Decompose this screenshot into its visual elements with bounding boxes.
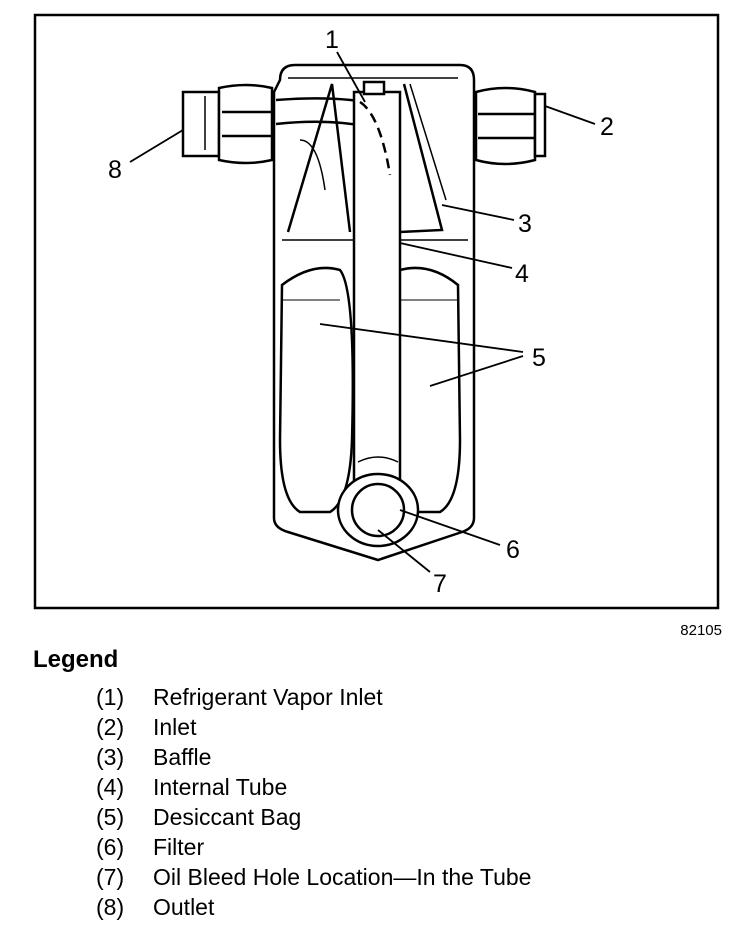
legend-item-text: Desiccant Bag [153,804,302,830]
leader-4 [399,242,513,269]
callout-1: 1 [325,26,339,54]
callout-6: 6 [506,536,520,564]
leader-3 [441,204,515,221]
legend-item: (6) Filter [96,832,531,862]
legend-item: (1) Refrigerant Vapor Inlet [96,682,531,712]
legend-item-text: Filter [153,834,205,860]
leader-6 [399,509,501,546]
legend-item: (8) Outlet [96,892,531,922]
accumulator-diagram: 1 2 3 4 5 6 7 8 [33,13,720,610]
legend-list: (1) Refrigerant Vapor Inlet (2) Inlet (3) B… [96,682,531,922]
leader-lines [129,51,596,573]
legend-item: (2) Inlet [96,712,531,742]
legend-item-text: Oil Bleed Hole Location—In the Tube [153,864,532,890]
legend-title: Legend [33,646,119,673]
legend-item-number: (6) [96,834,125,860]
inlet-fitting [474,86,547,166]
legend-item-number: (8) [96,894,125,920]
figure-frame [33,13,720,610]
legend-item-text: Internal Tube [153,774,288,800]
figure-number: 82105 [680,622,722,639]
legend-item-number: (3) [96,744,125,770]
legend-item: (3) Baffle [96,742,531,772]
callout-7: 7 [433,570,447,598]
callout-5: 5 [532,344,546,372]
legend-item: (4) Internal Tube [96,772,531,802]
legend-item-text: Outlet [153,894,215,920]
leader-8 [129,129,184,163]
legend-item: (5) Desiccant Bag [96,802,531,832]
outlet-fitting [181,83,274,165]
leader-1 [336,51,366,103]
baffle [286,83,447,234]
legend-item: (7) Oil Bleed Hole Location—In the Tube [96,862,531,892]
legend-item-number: (7) [96,864,125,890]
legend-item-number: (5) [96,804,125,830]
leader-5b [429,355,524,387]
leader-2 [544,105,596,125]
legend-item-text: Inlet [153,714,197,740]
callout-4: 4 [515,260,529,288]
callout-3: 3 [518,210,532,238]
legend-item-text: Refrigerant Vapor Inlet [153,684,383,710]
internal-tube [352,80,402,484]
filter [336,456,420,548]
callout-2: 2 [600,113,614,141]
legend-item-number: (2) [96,714,125,740]
leader-5a [319,323,524,353]
leader-7 [377,529,431,573]
callout-8: 8 [108,156,122,184]
legend-item-number: (4) [96,774,125,800]
legend-item-text: Baffle [153,744,212,770]
legend-item-number: (1) [96,684,125,710]
